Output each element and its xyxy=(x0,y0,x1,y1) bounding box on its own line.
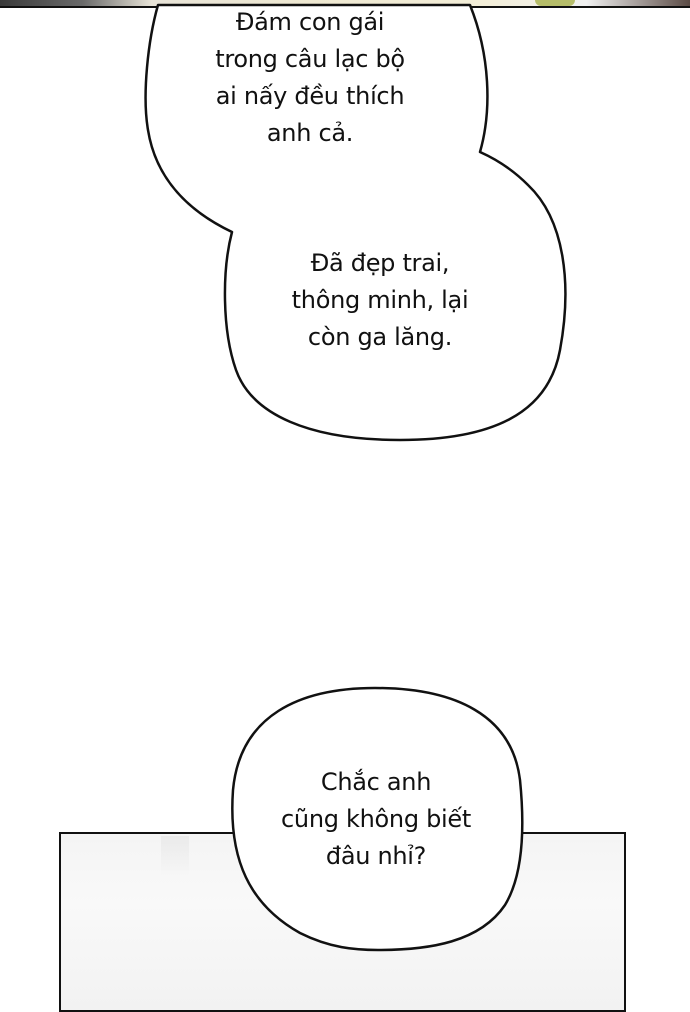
dialogue-line: thông minh, lại xyxy=(291,286,469,314)
panel-art-fragment xyxy=(161,836,189,876)
dialogue-line: ai nấy đều thích xyxy=(215,82,405,110)
dialogue-line: anh cả. xyxy=(266,119,354,147)
speech-bubble-2-text: Đã đẹp trai, thông minh, lại còn ga lăng… xyxy=(270,245,490,356)
dialogue-line: Đám con gái xyxy=(235,8,385,36)
speech-bubble-3-text: Chắc anh cũng không biết đâu nhỉ? xyxy=(256,764,496,875)
dialogue-line: còn ga lăng. xyxy=(307,323,453,351)
speech-bubble-3-shape xyxy=(231,686,524,952)
speech-bubble-1-2-shape xyxy=(144,3,567,442)
speech-bubble-1-text: Đám con gái trong câu lạc bộ ai nấy đều … xyxy=(185,4,435,152)
dialogue-line: cũng không biết xyxy=(281,805,471,833)
dialogue-line: đâu nhỉ? xyxy=(325,842,427,870)
panel-art-fragment xyxy=(535,0,575,6)
dialogue-line: Chắc anh xyxy=(320,768,432,796)
dialogue-line: trong câu lạc bộ xyxy=(215,45,405,73)
dialogue-line: Đã đẹp trai, xyxy=(310,249,450,277)
